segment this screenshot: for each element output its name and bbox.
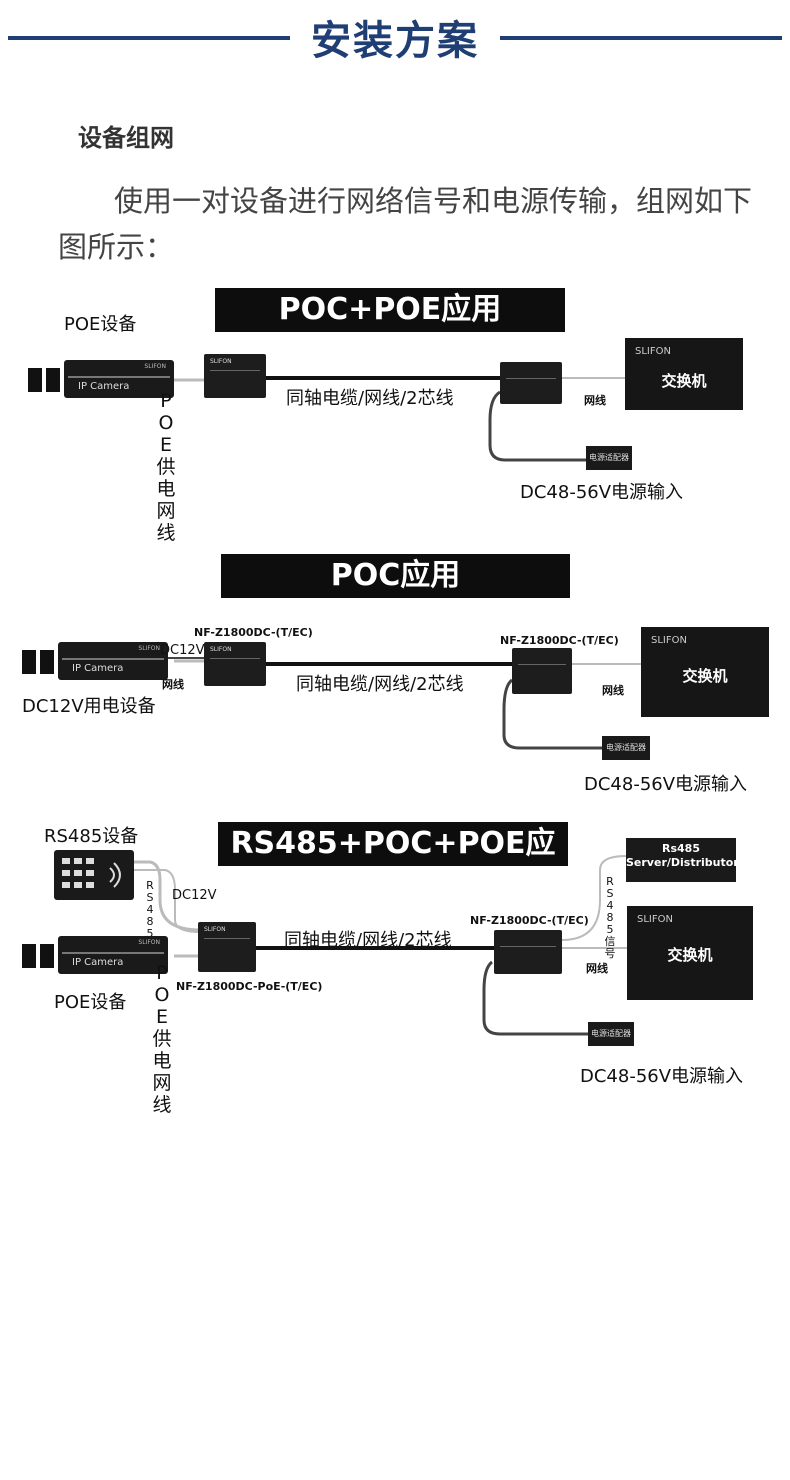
d3-ip-camera: SLIFON IP Camera	[22, 936, 174, 976]
d3-poe-cable-label: POE供电网线	[152, 962, 172, 1116]
keypad-icon	[62, 858, 121, 888]
d3-rs485-server-line	[561, 855, 627, 941]
d3-model-left: NF-Z1800DC-PoE-(T/EC)	[176, 980, 323, 993]
d2-ip-camera: SLIFON IP Camera	[22, 642, 174, 682]
d1-netline-label: 网线	[584, 394, 606, 407]
d1-camera-caption: IP Camera	[78, 381, 130, 392]
d2-switch: SLIFON 交换机	[641, 627, 769, 717]
d2-camera-caption: IP Camera	[72, 663, 124, 674]
d3-rs485-server: Rs485 Server/Distributor	[626, 838, 739, 882]
d3-camera-brand: SLIFON	[138, 939, 160, 946]
d2-dc-label: DC12V	[160, 643, 205, 658]
d3-transmitter: SLIFON	[198, 922, 256, 972]
title-rule-left	[8, 36, 290, 40]
d1-power-adapter: 电源适配器	[586, 446, 632, 470]
d1-transmitter: SLIFON	[204, 354, 266, 398]
d2-power-adapter: 电源适配器	[602, 736, 650, 760]
d1-switch-name: 交换机	[661, 372, 707, 390]
d3-dc-label: DC12V	[172, 888, 217, 903]
d3-switch-brand: SLIFON	[637, 914, 673, 925]
d2-netline-label: 网线	[602, 684, 624, 697]
d2-power-label: DC48-56V电源输入	[584, 774, 748, 795]
d3-switch-name: 交换机	[667, 946, 713, 964]
d3-rs485-device-label: RS485设备	[44, 826, 139, 847]
d3-dc-cable	[130, 869, 201, 933]
d3-device-label: POE设备	[54, 992, 127, 1013]
d2-switch-name: 交换机	[682, 667, 728, 685]
d2-device-label: DC12V用电设备	[22, 696, 156, 717]
d3-model-right: NF-Z1800DC-(T/EC)	[470, 914, 589, 927]
d3-rs485-keypad	[54, 850, 134, 900]
d3-power-adapter: 电源适配器	[588, 1022, 634, 1046]
d2-receiver	[512, 648, 572, 694]
section-text: 使用一对设备进行网络信号和电源传输，组网如下图所示：	[58, 184, 753, 264]
d1-camera-brand: SLIFON	[144, 363, 166, 370]
title-rule-right	[500, 36, 782, 40]
d2-netline-left-label: 网线	[162, 678, 184, 691]
section-heading: 设备组网	[78, 124, 174, 152]
d3-server-line1: Rs485	[662, 842, 700, 855]
d2-model-right: NF-Z1800DC-(T/EC)	[500, 634, 619, 647]
d3-rs485-signal-right: RS485信号	[604, 875, 616, 960]
d3-receiver	[494, 930, 562, 974]
d3-power-label: DC48-56V电源输入	[580, 1066, 744, 1087]
d1-trunk-label: 同轴电缆/网线/2芯线	[286, 388, 454, 409]
d3-banner: RS485+POC+POE应用	[218, 822, 568, 905]
d2-power-cable	[502, 678, 604, 750]
d2-camera-brand: SLIFON	[138, 645, 160, 652]
d2-banner: POC应用	[221, 554, 570, 598]
d1-power-label: DC48-56V电源输入	[520, 482, 684, 503]
d3-switch: SLIFON 交换机	[627, 906, 753, 1000]
d1-power-cable	[488, 390, 586, 462]
d1-receiver	[500, 362, 562, 404]
d3-trunk-label: 同轴电缆/网线/2芯线	[284, 930, 452, 951]
d3-camera-caption: IP Camera	[72, 957, 124, 968]
d3-server-line2: Server/Distributor	[626, 856, 739, 869]
d1-device-label: POE设备	[64, 314, 137, 335]
d1-switch-brand: SLIFON	[635, 346, 671, 357]
d2-switch-brand: SLIFON	[651, 635, 687, 646]
d2-trunk-label: 同轴电缆/网线/2芯线	[296, 674, 464, 695]
d1-banner: POC+POE应用	[215, 288, 565, 332]
d3-power-cable	[482, 960, 588, 1036]
d1-ip-camera: SLIFON IP Camera	[28, 360, 174, 400]
d1-poe-cable-label: POE供电网线	[156, 390, 176, 544]
d2-model-left: NF-Z1800DC-(T/EC)	[194, 626, 313, 639]
page-title: 安装方案	[311, 18, 479, 64]
d3-netline-label: 网线	[586, 962, 608, 975]
d2-transmitter: SLIFON	[204, 642, 266, 686]
d1-switch: SLIFON 交换机	[625, 338, 743, 410]
